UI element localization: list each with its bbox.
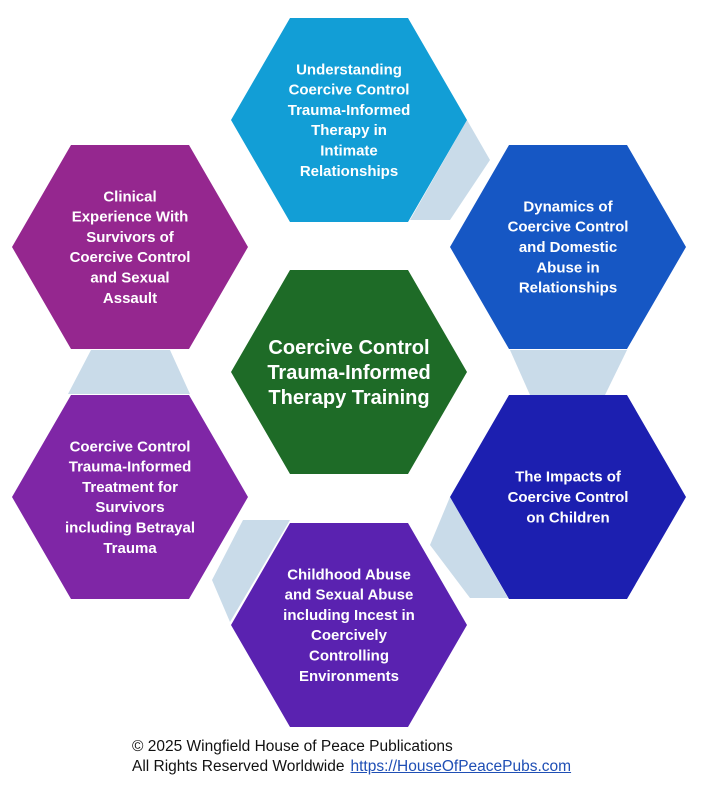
connector-4 <box>212 520 290 622</box>
connector-1 <box>410 120 490 220</box>
hex-understanding-shape <box>231 18 467 222</box>
rights-line: All Rights Reserved Worldwide https://Hou… <box>132 757 571 777</box>
hex-clinical-label-line: and Sexual <box>90 269 169 286</box>
footer: © 2025 Wingfield House of Peace Publicat… <box>132 737 571 777</box>
hex-center-shape <box>231 270 467 474</box>
hex-clinical-label-line: Assault <box>103 290 157 307</box>
hex-clinical-label-line: Clinical <box>103 188 156 205</box>
hex-clinical-label-line: Survivors of <box>86 229 175 246</box>
connectors <box>68 120 627 622</box>
hex-treatment-label-line: including Betrayal <box>65 519 195 536</box>
hex-treatment-shape <box>12 395 248 599</box>
hex-understanding-label-line: Understanding <box>296 61 402 78</box>
website-link[interactable]: https://HouseOfPeacePubs.com <box>350 758 572 775</box>
hex-understanding-label-line: Trauma-Informed <box>288 102 411 119</box>
hex-center-label-line: Therapy Training <box>268 387 429 409</box>
hex-childhood-label-line: Coercively <box>311 627 388 644</box>
hex-dynamics-shape <box>450 145 686 349</box>
hex-impacts-label-line: on Children <box>526 509 609 526</box>
hex-dynamics-label-line: Relationships <box>519 280 617 297</box>
hex-treatment-label-line: Coercive Control <box>70 438 191 455</box>
hex-dynamics-label-line: Abuse in <box>536 259 599 276</box>
connector-5 <box>68 350 190 394</box>
hex-treatment-label-line: Treatment for <box>82 479 178 496</box>
hex-center-label-line: Trauma-Informed <box>267 362 430 384</box>
hex-understanding-label-line: Intimate <box>320 142 378 159</box>
hex-center-label-line: Coercive Control <box>268 337 429 359</box>
hex-childhood: Childhood Abuse and Sexual Abuse including… <box>231 523 467 727</box>
hex-childhood-label-line: including Incest in <box>283 607 415 624</box>
hex-dynamics-label-line: Dynamics of <box>523 198 613 215</box>
hex-understanding-label-line: Therapy in <box>311 122 387 139</box>
hex-impacts: The Impacts of Coercive Control on Childre… <box>450 395 686 599</box>
hex-childhood-label-line: and Sexual Abuse <box>285 587 414 604</box>
hex-treatment-label-line: Survivors <box>95 499 164 516</box>
hex-dynamics-label-line: and Domestic <box>519 239 617 256</box>
hex-impacts-label-line: The Impacts of <box>515 469 622 486</box>
copyright-text: © 2025 Wingfield House of Peace Publicat… <box>132 738 453 755</box>
hex-childhood-label-line: Environments <box>299 668 399 685</box>
hex-impacts-shape <box>450 395 686 599</box>
connector-2 <box>510 350 627 395</box>
hex-childhood-label-line: Childhood Abuse <box>287 566 411 583</box>
hex-childhood-label-line: Controlling <box>309 647 389 664</box>
hex-childhood-shape <box>231 523 467 727</box>
rights-text: All Rights Reserved Worldwide <box>132 758 345 775</box>
hex-understanding-label-line: Relationships <box>300 163 398 180</box>
hex-impacts-label: The Impacts of Coercive Control on Childre… <box>508 469 629 527</box>
hex-clinical-label-line: Coercive Control <box>70 249 191 266</box>
hex-clinical-label-line: Experience With <box>72 209 189 226</box>
hex-understanding-label-line: Coercive Control <box>289 82 410 99</box>
hex-treatment-label-line: Trauma-Informed <box>69 459 192 476</box>
hex-impacts-label-line: Coercive Control <box>508 489 629 506</box>
hex-childhood-label: Childhood Abuse and Sexual Abuse including… <box>283 566 415 685</box>
hex-clinical-shape <box>12 145 248 349</box>
hex-dynamics-label-line: Coercive Control <box>508 219 629 236</box>
connector-3 <box>430 497 508 598</box>
hex-treatment-label-line: Trauma <box>103 540 157 557</box>
